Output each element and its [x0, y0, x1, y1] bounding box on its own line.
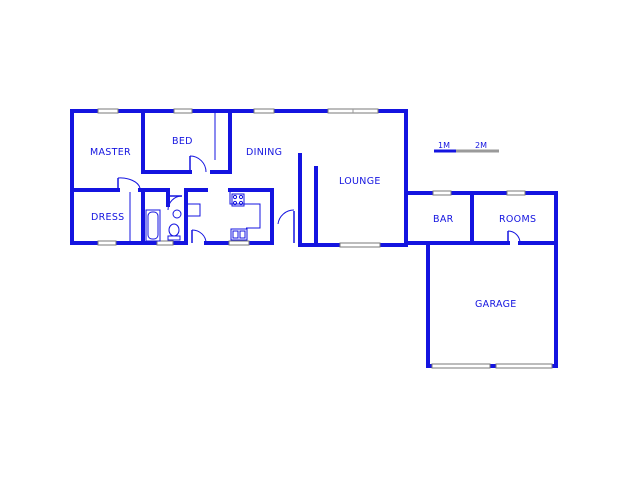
- label-bed: BED: [172, 136, 193, 147]
- window-master: [97, 108, 119, 114]
- basin: [172, 209, 182, 219]
- stove-burner-4: [238, 200, 244, 206]
- windows: [97, 108, 553, 369]
- toilet-bowl: [168, 223, 180, 237]
- stove-burner-3: [232, 200, 238, 206]
- bathtub: [145, 209, 161, 242]
- label-lounge: LOUNGE: [339, 176, 381, 187]
- kitchen-counter: [188, 203, 201, 217]
- label-dining: DINING: [246, 147, 282, 158]
- stove: [231, 193, 245, 207]
- scale-label-1m: 1M: [438, 141, 450, 150]
- window-garage-2: [495, 363, 553, 369]
- window-bath: [156, 240, 174, 246]
- door-master-swing: [117, 177, 141, 189]
- window-garage-1: [431, 363, 491, 369]
- window-dining: [253, 108, 275, 114]
- window-bed: [173, 108, 193, 114]
- door-kitchen-swing: [191, 229, 207, 244]
- label-dress: DRESS: [91, 212, 124, 223]
- label-master: MASTER: [90, 147, 131, 158]
- label-garage: GARAGE: [475, 299, 517, 310]
- scale-label-2m: 2M: [475, 141, 487, 150]
- label-bar: BAR: [433, 214, 454, 225]
- window-lounge-bottom: [339, 242, 381, 248]
- stove-burner-2: [238, 194, 244, 200]
- window-dress: [97, 240, 117, 246]
- toilet-tank: [167, 235, 181, 241]
- room-labels: MASTER BED DINING LOUNGE DRESS BAR ROOMS…: [90, 136, 536, 310]
- label-rooms: ROOMS: [499, 214, 536, 225]
- window-bar: [432, 190, 452, 196]
- sink-bowl-1: [232, 230, 239, 239]
- window-rooms: [506, 190, 526, 196]
- fixtures: [129, 113, 261, 242]
- sink-bowl-2: [239, 230, 246, 239]
- scale-bar: 1M 2M: [434, 141, 499, 153]
- door-rooms-swing: [507, 230, 521, 244]
- bathtub-inner: [147, 211, 159, 240]
- window-kitchen: [228, 240, 250, 246]
- stove-burner-1: [232, 194, 238, 200]
- door-lounge-swing: [277, 209, 295, 225]
- walls: [70, 109, 558, 368]
- sink: [230, 228, 248, 241]
- doors: [117, 155, 521, 244]
- kitchen-counter-top: [229, 192, 261, 229]
- door-bath-swing: [167, 195, 183, 211]
- door-bed-swing: [189, 155, 207, 173]
